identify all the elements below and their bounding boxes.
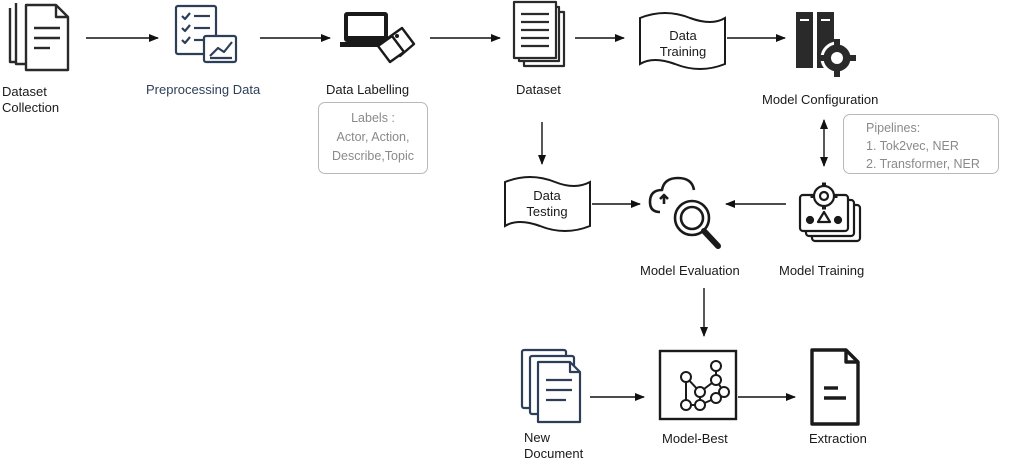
data-testing-shape [504,176,591,232]
model-configuration-label: Model Configuration [762,92,879,107]
server-gear-icon [796,12,856,77]
model-training-label: Model Training [779,263,865,278]
dataset-collection-label: Dataset Collection [2,84,60,115]
data-training-label: Data Training [659,28,707,59]
model-best-label: Model-Best [662,431,728,446]
laptop-tag-icon [340,12,416,64]
labels-note: Labels : Actor, Action, Describe,Topic [318,102,428,174]
labels-line-1: Actor, Action, [336,130,410,144]
document-stack-icon [512,0,566,68]
document-icon [810,348,860,426]
extraction-label: Extraction [809,431,867,446]
model-evaluation-label: Model Evaluation [640,263,740,278]
checklist-chart-icon [174,4,238,64]
data-testing-label: Data Testing [526,188,568,219]
pipelines-line-1: 1. Tok2vec, NER [866,139,959,153]
labels-title: Labels : [351,111,395,125]
preprocessing-label: Preprocessing Data [146,82,261,97]
dataset-label: Dataset [516,82,561,97]
pipelines-note: Pipelines: 1. Tok2vec, NER 2. Transforme… [843,114,999,174]
document-stack-icon [8,3,70,72]
pipelines-line-2: 2. Transformer, NER [866,157,980,171]
labels-line-2: Describe,Topic [332,149,414,163]
cloud-magnifier-icon [648,176,721,249]
neural-network-icon [658,349,738,421]
document-stack-icon [520,348,582,424]
new-document-label: New Document [524,430,584,461]
gear-shapes-stack-icon [798,182,862,243]
data-labelling-label: Data Labelling [326,82,410,97]
pipelines-title: Pipelines: [866,121,921,135]
data-training-shape [639,12,726,70]
